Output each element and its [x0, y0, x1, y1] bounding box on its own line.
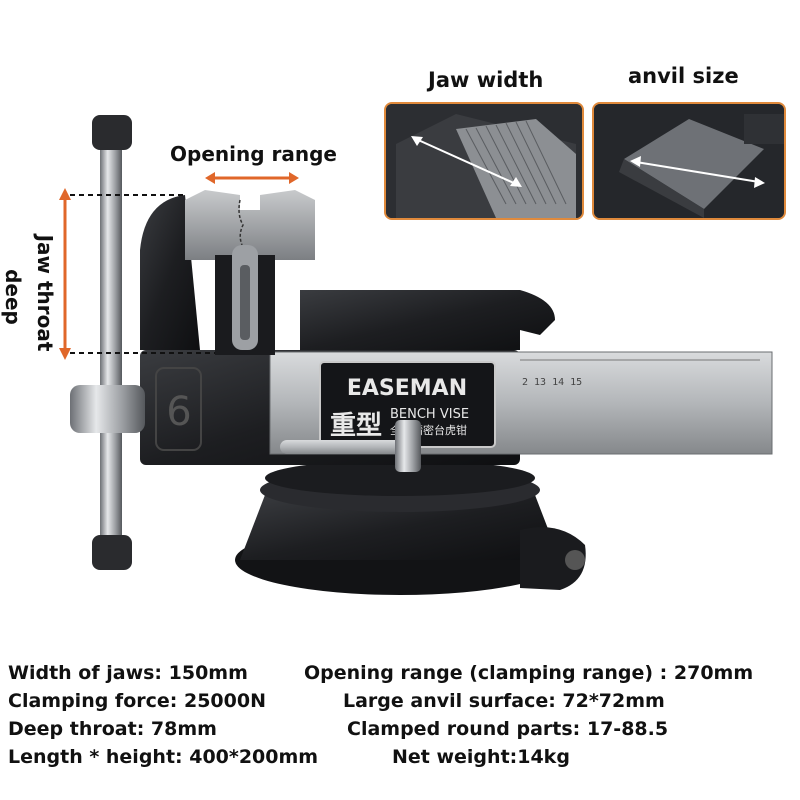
lock-lever [280, 420, 421, 472]
anvil-size-inset [592, 102, 786, 220]
opening-range-label: Opening range [170, 142, 337, 166]
jaw-throat-line1: Jaw throat [33, 234, 57, 352]
jaw-width-detail [386, 104, 582, 218]
jaw-width-inset [384, 102, 584, 220]
spec-net-weight: Net weight:14kg [392, 746, 570, 768]
spec-round-parts: Clamped round parts: 17-88.5 [347, 718, 669, 740]
plate-chinese: 重型 [330, 411, 382, 441]
jaw-throat-line2: deep [1, 269, 25, 325]
bench-vise-photo: 6 2 13 14 15 EASEMAN 重型 BENCH VISE 全钢精密台… [59, 115, 773, 595]
spec-opening-range: Opening range (clamping range) : 270mm [304, 662, 754, 684]
spec-deep-throat: Deep throat: 78mm [8, 718, 217, 740]
plate-title: BENCH VISE [390, 407, 469, 422]
spec-length-height: Length * height: 400*200mm [8, 746, 319, 768]
jaw-throat-deep-label: deep [1, 242, 25, 352]
vise-jaws [185, 190, 315, 355]
spec-clamping-force: Clamping force: 25000N [8, 690, 266, 712]
jaw-width-label: Jaw width [428, 68, 544, 92]
side-number: 6 [166, 389, 191, 435]
ruler-marks: 2 13 14 15 [522, 377, 582, 388]
brand-name: EASEMAN [347, 376, 467, 401]
anvil-size-label: anvil size [628, 64, 739, 88]
spec-width-of-jaws: Width of jaws: 150mm [8, 662, 248, 684]
spec-anvil-surface: Large anvil surface: 72*72mm [343, 690, 665, 712]
vise-handle [70, 115, 145, 570]
vise-base [235, 460, 586, 595]
anvil-size-detail [594, 104, 784, 218]
opening-range-arrow [205, 172, 299, 184]
jaw-throat-arrow [59, 188, 215, 360]
